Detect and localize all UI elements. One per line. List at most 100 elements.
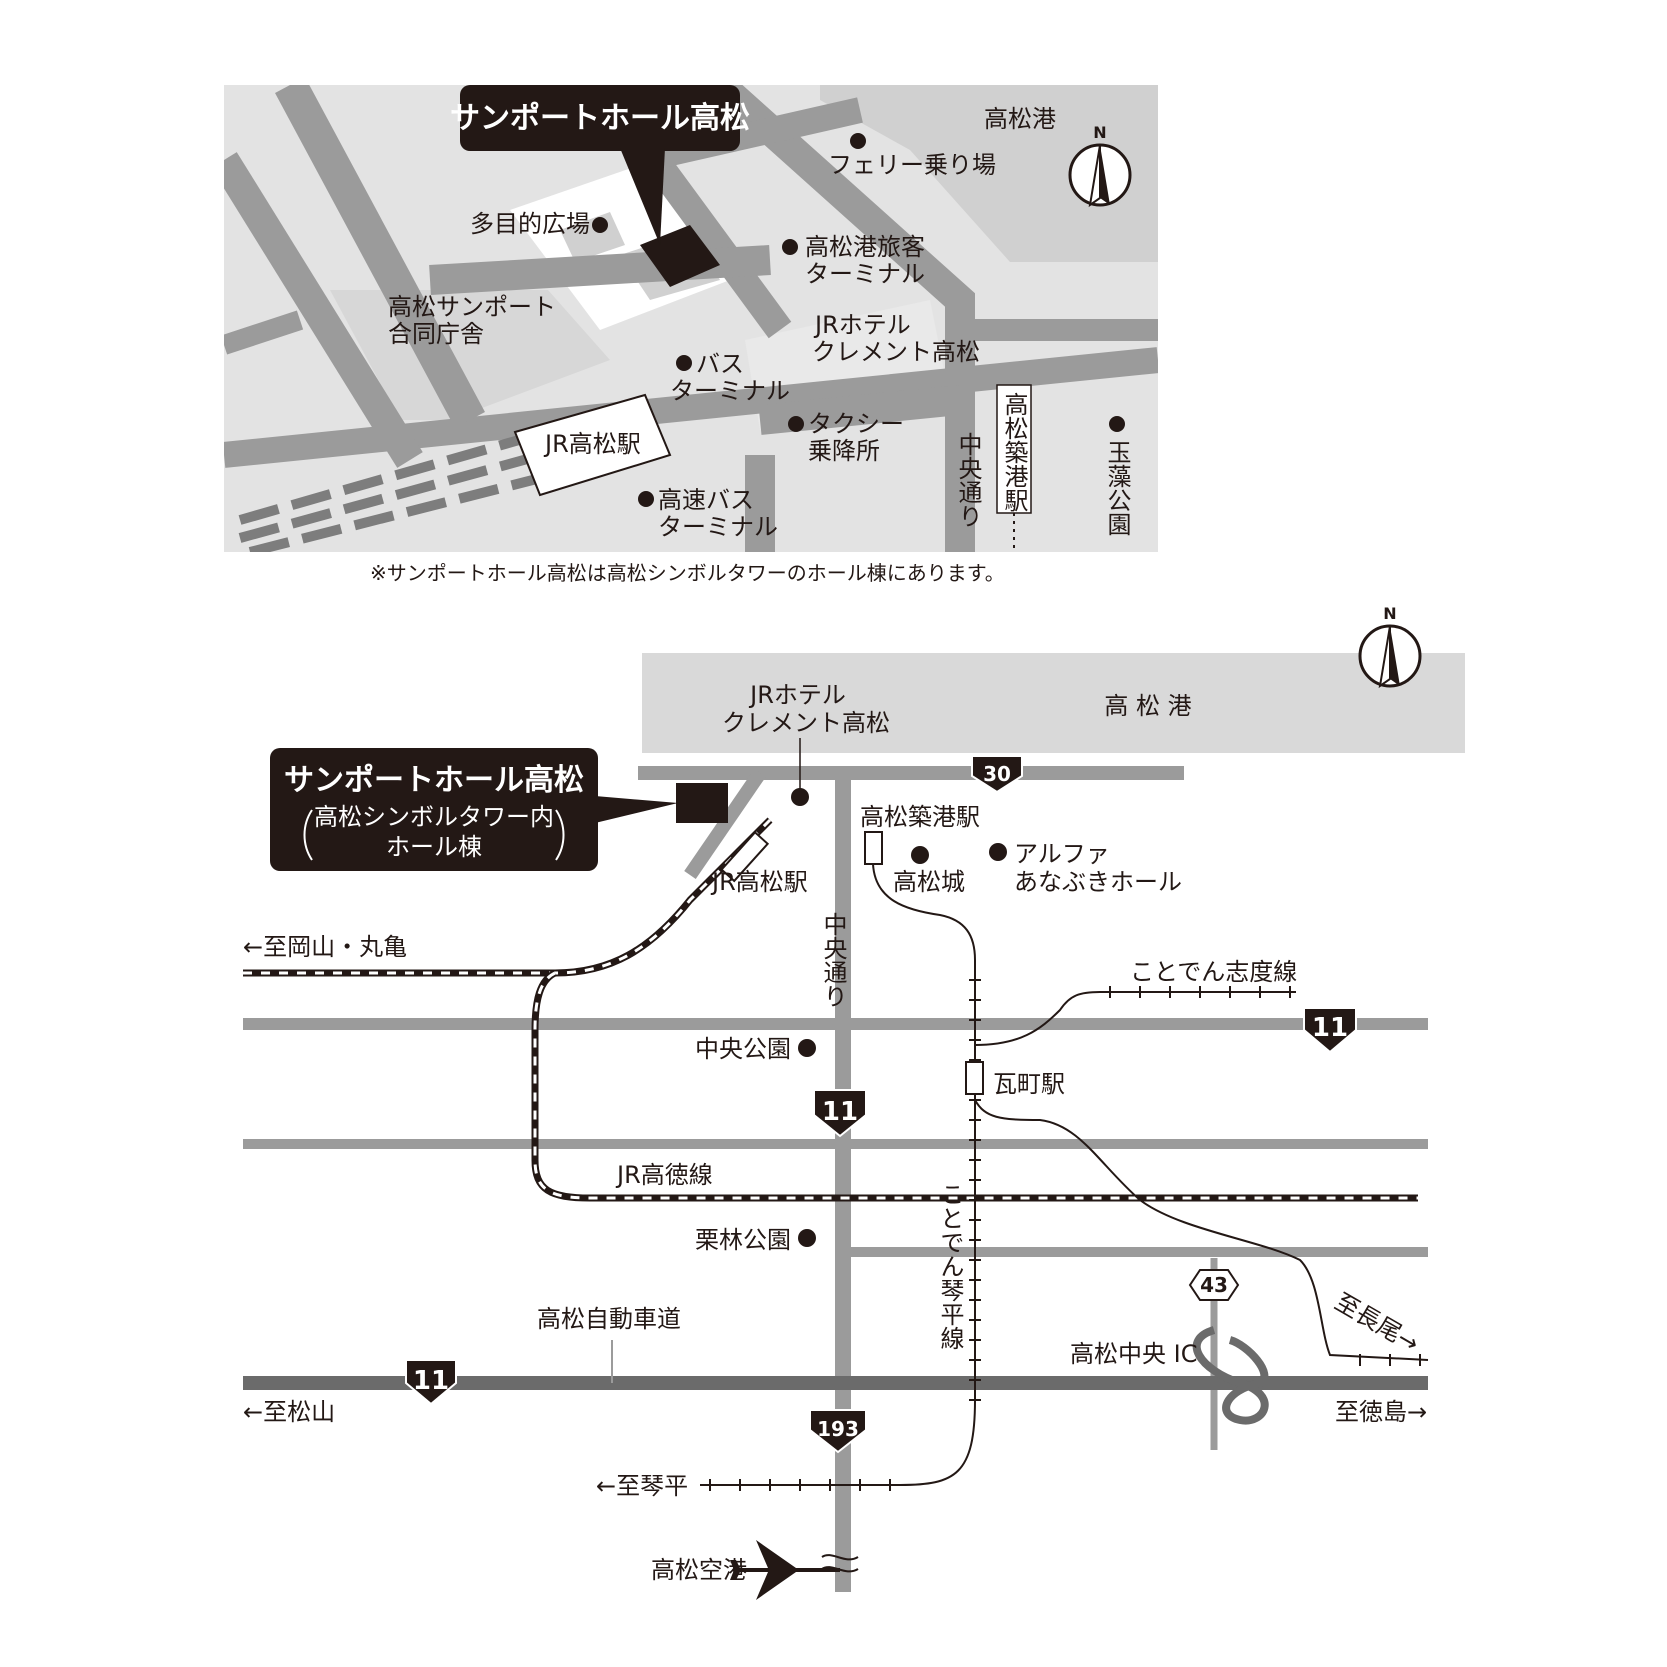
inset-chikko-box bbox=[996, 384, 1032, 514]
inset-label-hwbus-1: 高速バス bbox=[658, 486, 754, 514]
main-label-chikko-station: 高松築港駅 bbox=[860, 803, 980, 831]
inset-labels: 高松港 フェリー乗り場 多目的広場 高松港旅客 ターミナル 高松サンポート 合同… bbox=[388, 105, 1131, 541]
station-icon bbox=[965, 1061, 984, 1095]
inset-label-taxi-2: 乗降所 bbox=[808, 437, 880, 465]
poi-dot-icon bbox=[638, 491, 654, 507]
inset-label-hwbus-2: ターミナル bbox=[658, 513, 778, 541]
inset-label-ferry: フェリー乗り場 bbox=[828, 151, 996, 179]
building-icon bbox=[676, 783, 728, 823]
inset-label-terminal-2: ターミナル bbox=[805, 260, 925, 288]
poi-dot-icon bbox=[676, 355, 692, 371]
main-label-hotel-2: クレメント高松 bbox=[722, 709, 890, 737]
main-label-ritsurin: 栗林公園 bbox=[695, 1226, 791, 1254]
main-callout-sub-1: 高松シンボルタワー内 bbox=[314, 803, 554, 831]
route-shield-11-east: 11 bbox=[1303, 1007, 1357, 1054]
inset-footnote: ※サンポートホール高松は高松シンボルタワーのホール棟にあります。 bbox=[370, 561, 1005, 585]
port-area bbox=[820, 85, 1158, 262]
road-break-mark bbox=[821, 1554, 859, 1573]
compass-north-label: N bbox=[1383, 604, 1396, 623]
main-label-to-matsuyama: ←至松山 bbox=[243, 1398, 335, 1426]
main-callout-title: サンポートホール高松 bbox=[284, 763, 584, 798]
airplane-icon bbox=[730, 1540, 840, 1600]
inset-label-terminal-1: 高松港旅客 bbox=[805, 233, 925, 261]
compass-icon: N bbox=[1068, 123, 1132, 208]
inset-map: サンポートホール高松 高松港 フェリー乗り場 多目的広場 高松港旅客 ターミナル… bbox=[224, 85, 1158, 585]
diagonal-road bbox=[684, 769, 766, 879]
station-icon bbox=[720, 830, 770, 883]
inset-roads bbox=[224, 85, 1158, 552]
route-shield-30: 30 bbox=[971, 755, 1023, 794]
poi-dot-icon bbox=[788, 416, 804, 432]
svg-text:11: 11 bbox=[1312, 1013, 1348, 1043]
inset-callout: サンポートホール高松 bbox=[450, 85, 750, 245]
port-band bbox=[642, 653, 1465, 753]
interchange bbox=[1192, 1326, 1269, 1425]
svg-text:11: 11 bbox=[413, 1366, 449, 1396]
inset-label-hotel-1: JRホテル bbox=[813, 311, 911, 339]
poi-dot-icon bbox=[850, 133, 866, 149]
main-label-chuo-park: 中央公園 bbox=[695, 1035, 791, 1063]
poi-dot-icon bbox=[1109, 416, 1125, 432]
main-label-to-kotohira: ←至琴平 bbox=[596, 1472, 688, 1500]
svg-text:11: 11 bbox=[822, 1097, 858, 1127]
poi-dot-icon bbox=[592, 217, 608, 233]
route-shield-11-center: 11 bbox=[813, 1089, 867, 1138]
main-label-ic: 高松中央 IC bbox=[1070, 1340, 1197, 1368]
main-label-airport: 高松空港 bbox=[651, 1556, 747, 1584]
inset-label-taxi-1: タクシー bbox=[808, 410, 904, 438]
main-label-shido-line: ことでん志度線 bbox=[1130, 958, 1297, 986]
svg-text:30: 30 bbox=[983, 762, 1011, 786]
route-shields: 30 11 11 11 193 43 bbox=[405, 755, 1357, 1454]
main-label-kotoku-line: JR高徳線 bbox=[615, 1161, 713, 1189]
inset-label-bus-2: ターミナル bbox=[670, 377, 790, 405]
inset-label-gov-2: 合同庁舎 bbox=[388, 320, 484, 348]
compass-icon: N bbox=[1358, 604, 1422, 689]
inset-label-chikko-station: 高松築港駅 bbox=[1000, 392, 1028, 512]
poi-dot-icon bbox=[911, 846, 929, 864]
svg-text:193: 193 bbox=[817, 1417, 859, 1441]
main-callout: サンポートホール高松 高松シンボルタワー内 ホール棟 bbox=[270, 748, 678, 871]
main-label-castle: 高松城 bbox=[893, 868, 965, 896]
main-label-kawaramachi: 瓦町駅 bbox=[993, 1070, 1065, 1098]
main-label-port: 高 松 港 bbox=[1104, 692, 1191, 720]
poi-dot-icon bbox=[798, 1039, 816, 1057]
main-label-jr-station: JR高松駅 bbox=[710, 868, 808, 896]
inset-label-station: JR高松駅 bbox=[543, 430, 641, 458]
main-label-to-okayama: ←至岡山・丸亀 bbox=[243, 933, 407, 961]
main-poi-dots bbox=[791, 788, 1007, 1247]
main-label-to-nagao: 至長尾→ bbox=[1330, 1288, 1424, 1358]
station-markers bbox=[720, 830, 984, 1095]
inset-label-chuo-dori: 中央通り bbox=[954, 432, 982, 528]
inset-poi-dots bbox=[592, 133, 1125, 507]
inset-jr-station bbox=[513, 393, 672, 497]
main-label-chuo-dori: 中央通り bbox=[819, 912, 847, 1008]
poi-dot-icon bbox=[782, 239, 798, 255]
jr-lines bbox=[243, 817, 1418, 1202]
poi-dot-icon bbox=[791, 788, 809, 806]
svg-text:43: 43 bbox=[1200, 1273, 1228, 1297]
inset-label-hotel-2: クレメント高松 bbox=[812, 338, 980, 366]
main-label-to-tokushima: 至徳島→ bbox=[1335, 1398, 1427, 1426]
main-map: 高 松 港 N bbox=[243, 604, 1465, 1600]
inset-label-bus-1: バス bbox=[696, 350, 744, 378]
inset-label-port: 高松港 bbox=[984, 105, 1056, 133]
inset-callout-text: サンポートホール高松 bbox=[450, 101, 750, 136]
main-label-expressway: 高松自動車道 bbox=[537, 1305, 681, 1333]
main-label-kotohira-line: ことでん琴平線 bbox=[936, 1182, 964, 1350]
route-shield-11-expressway: 11 bbox=[405, 1359, 457, 1406]
inset-rail-tracks bbox=[238, 429, 582, 552]
main-callout-sub-2: ホール棟 bbox=[386, 833, 482, 861]
station-icon bbox=[864, 831, 883, 865]
kotoden-lines bbox=[700, 863, 1429, 1486]
inset-label-tamamo-park: 玉藻公園 bbox=[1103, 440, 1131, 536]
main-label-alpha-1: アルファ bbox=[1014, 840, 1110, 868]
route-shield-43: 43 bbox=[1188, 1269, 1240, 1301]
route-shield-193: 193 bbox=[809, 1409, 867, 1454]
poi-dot-icon bbox=[798, 1229, 816, 1247]
main-label-hotel-1: JRホテル bbox=[748, 681, 846, 709]
kotoden-ticks bbox=[709, 979, 1421, 1491]
main-label-alpha-2: あなぶきホール bbox=[1014, 868, 1182, 896]
inset-label-plaza: 多目的広場 bbox=[470, 210, 590, 238]
poi-dot-icon bbox=[989, 843, 1007, 861]
